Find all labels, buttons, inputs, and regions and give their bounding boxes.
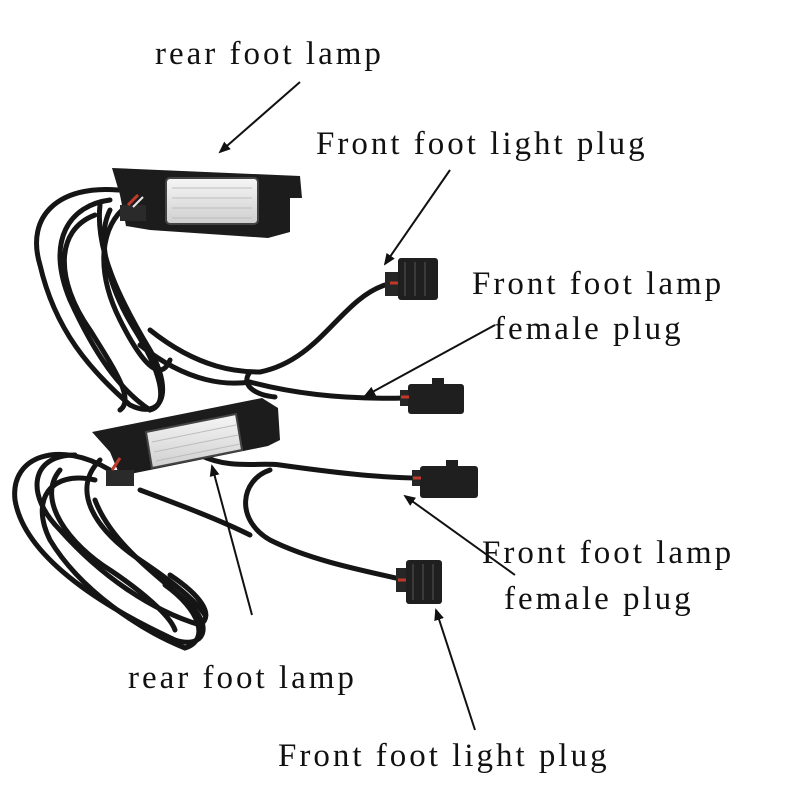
label-front-foot-light-plug-top: Front foot light plug	[316, 126, 648, 162]
bottom-cable-runs	[137, 452, 423, 583]
label-front-foot-lamp-top: Front foot lamp	[472, 266, 725, 302]
label-rear-foot-lamp-bottom: rear foot lamp	[128, 660, 357, 696]
front-foot-lamp-female-plug-bottom	[412, 460, 478, 498]
arrow-female-plug-bottom	[403, 494, 516, 576]
top-cable-runs	[137, 282, 408, 401]
front-foot-light-plug-bottom	[396, 560, 442, 604]
top-cable-coil	[34, 186, 173, 413]
label-front-foot-lamp-bottom: Front foot lamp	[482, 535, 735, 571]
front-foot-light-plug-top	[385, 258, 438, 300]
bottom-cable-coil	[12, 452, 209, 651]
annotation-arrows	[209, 81, 516, 731]
label-female-plug-bottom: female plug	[504, 581, 694, 617]
arrow-rear-lamp-bottom	[209, 464, 253, 616]
rear-foot-lamp-bottom	[92, 398, 280, 486]
arrow-female-plug-top	[363, 324, 496, 397]
arrow-front-plug-top	[383, 169, 451, 266]
label-rear-foot-lamp-top: rear foot lamp	[155, 36, 384, 72]
label-female-plug-top: female plug	[494, 311, 684, 347]
front-foot-lamp-female-plug-top	[400, 378, 464, 414]
rear-foot-lamp-top	[112, 168, 302, 238]
arrow-front-plug-bottom	[434, 608, 476, 731]
arrow-rear-lamp-top	[218, 81, 301, 154]
label-front-foot-light-plug-bottom: Front foot light plug	[278, 738, 610, 774]
